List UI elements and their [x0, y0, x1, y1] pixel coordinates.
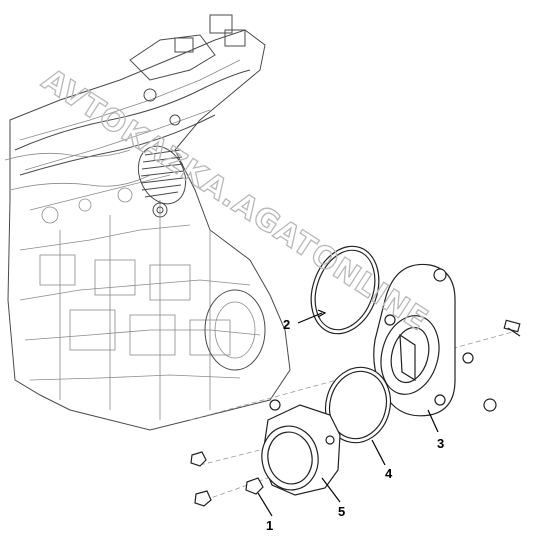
callout-1: 1: [266, 518, 273, 533]
part-2-gasket: [310, 245, 380, 335]
callout-5: 5: [338, 504, 345, 519]
finned-housing: [137, 145, 187, 218]
leader-1: [257, 492, 273, 517]
part-4-o-ring: [324, 366, 392, 444]
callout-3: 3: [437, 436, 444, 451]
leader-3: [427, 409, 439, 433]
callout-4: 4: [385, 466, 393, 481]
part-1-bolts: [190, 451, 264, 507]
leader-4: [371, 439, 386, 466]
leader-5: [321, 477, 341, 503]
bolt-right: [503, 319, 521, 337]
watermark-text: AVTOKAZKA.AGATONLINE: [36, 62, 435, 338]
leader-2: [297, 312, 323, 324]
bolt-right-lower: [462, 352, 497, 412]
part-3-housing-plate: [373, 263, 456, 417]
engine-block: [4, 14, 291, 431]
part-5-cover: [261, 399, 341, 496]
bolt-centerline-upper: [199, 439, 301, 466]
arrow-2: [317, 309, 327, 318]
callout-2: 2: [283, 317, 290, 332]
